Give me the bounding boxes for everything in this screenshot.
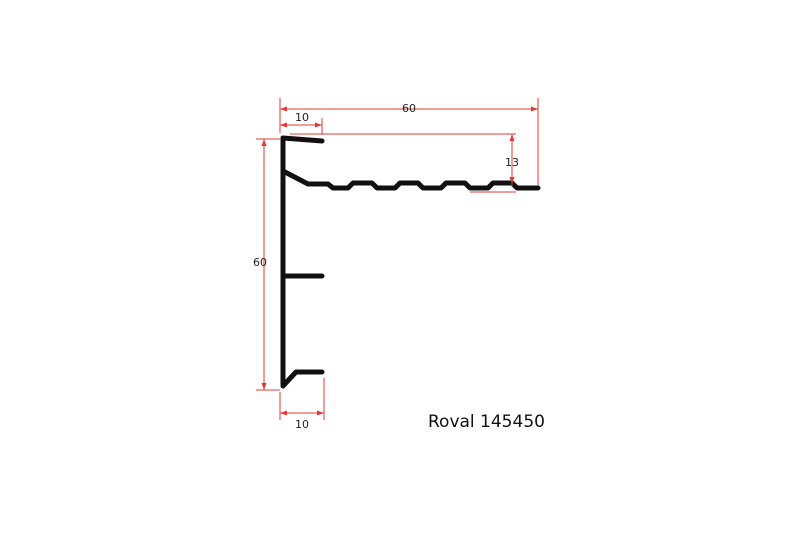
dimension-height: 60	[253, 138, 280, 391]
profile-bottom-lip	[280, 369, 325, 389]
dimension-bottom-lip: 10	[279, 378, 325, 431]
aluminium-profile	[280, 135, 541, 389]
dimension-top-lip-label: 10	[295, 111, 309, 124]
dimension-offset: 13	[290, 133, 519, 193]
dimension-top-width-label: 60	[402, 102, 416, 115]
product-label: Roval 145450	[428, 412, 545, 432]
profile-top-lip	[280, 135, 325, 144]
dimension-top-width: 60	[279, 98, 539, 186]
dimension-offset-label: 13	[505, 156, 519, 169]
profile-serrated-flange	[280, 168, 541, 191]
dimension-height-label: 60	[253, 256, 267, 269]
dimension-bottom-lip-label: 10	[295, 418, 309, 431]
dimension-top-lip: 10	[280, 111, 323, 134]
